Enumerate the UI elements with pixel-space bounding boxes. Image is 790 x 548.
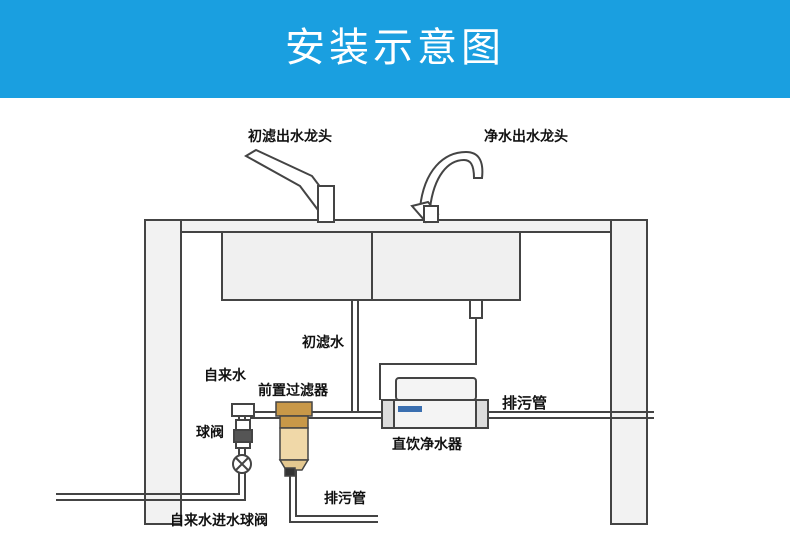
purifier-outlet-pipe — [379, 318, 477, 400]
cabinet-left-wall — [144, 219, 182, 525]
page-title: 安装示意图 — [285, 25, 505, 71]
label-purified-faucet: 净水出水龙头 — [484, 129, 568, 145]
sink-right-basin — [371, 231, 521, 301]
sink — [221, 231, 521, 301]
sink-left-basin — [221, 231, 373, 301]
countertop — [144, 219, 648, 233]
inlet-ball-valve-icon — [232, 454, 252, 474]
drain-pipe-bottom — [289, 470, 378, 523]
label-prefiltered-water: 初滤水 — [302, 335, 344, 351]
label-drain-pipe-right: 排污管 — [502, 394, 548, 412]
label-pre-filter: 前置过滤器 — [258, 383, 328, 399]
prefilter-faucet-icon — [244, 148, 335, 223]
label-prefilter-faucet: 初滤出水龙头 — [248, 129, 332, 145]
header-banner: 安装示意图 — [0, 0, 790, 98]
ball-valve-icon — [231, 403, 255, 449]
pre-filter-icon — [275, 401, 313, 477]
cabinet — [144, 219, 648, 525]
label-direct-purifier: 直饮净水器 — [392, 437, 462, 453]
label-ball-valve: 球阀 — [196, 425, 224, 441]
label-tap-water: 自来水 — [204, 368, 246, 384]
direct-purifier-icon — [381, 377, 489, 429]
cabinet-right-wall — [610, 219, 648, 525]
purified-faucet-icon — [410, 150, 484, 224]
label-drain-pipe-bottom: 排污管 — [324, 491, 366, 507]
label-inlet-ball-valve: 自来水进水球阀 — [170, 513, 268, 529]
